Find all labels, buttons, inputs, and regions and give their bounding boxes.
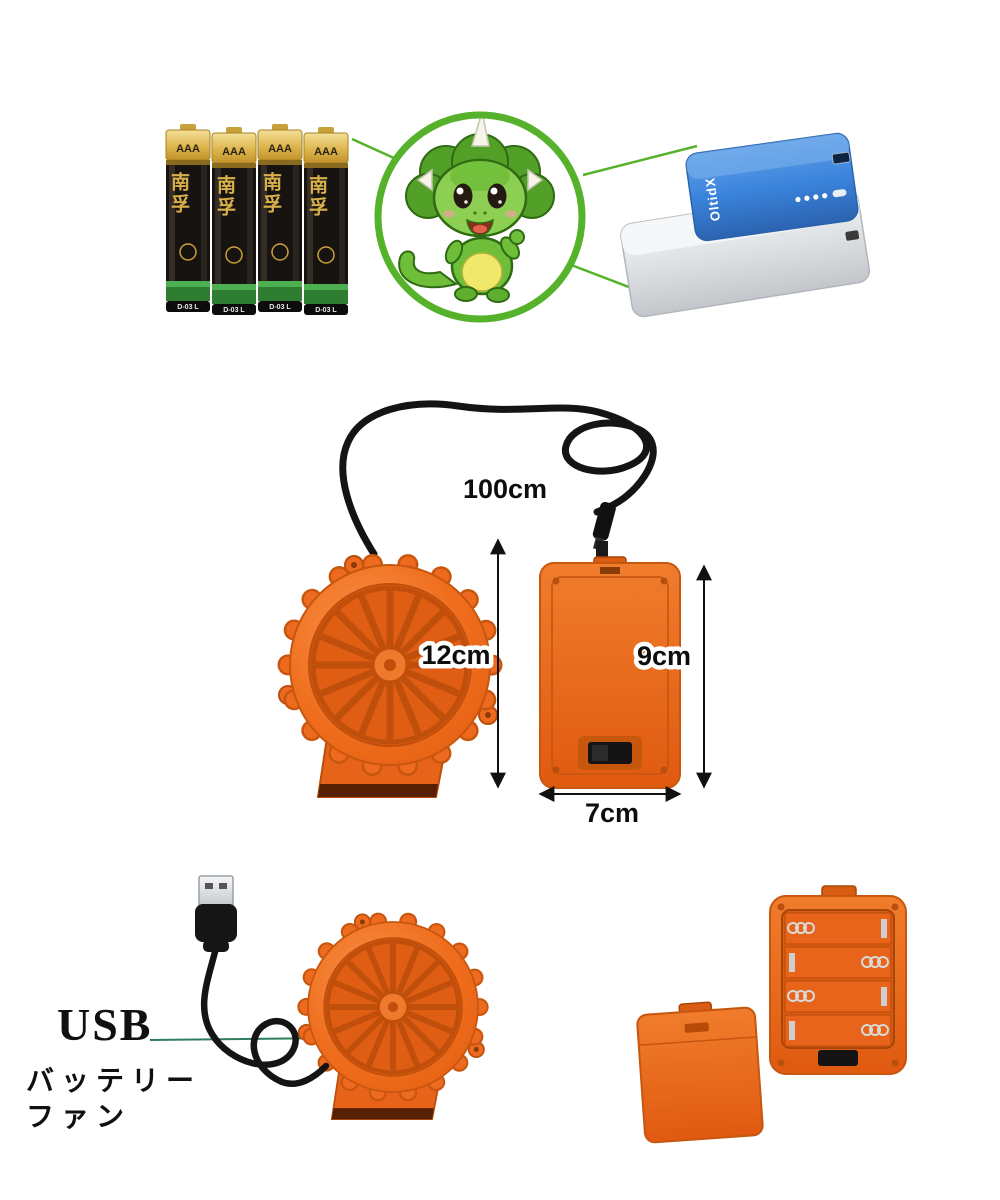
powerbank-led-indicators [795,193,828,203]
battery-slots [784,912,892,1047]
mascot-belly [461,252,503,292]
aaa-battery-3 [257,123,303,313]
battery-holder [769,885,907,1075]
battery-cover [636,1001,764,1144]
mascot-horn [470,111,490,147]
mascot-tail [398,250,459,289]
mascot-eye-left [453,183,473,209]
usb-plug-metal [198,875,234,907]
usb-cable [200,944,330,1087]
dragon-mascot [398,111,555,303]
caption-fan-jp: ファン [26,1100,131,1133]
magnifier-circle-ring [374,111,586,323]
caption-battery-jp: バッテリー [26,1064,201,1097]
battery-holder-switch [818,1050,858,1066]
middle-section: 100cm 12cm 9cm 7cm [279,400,712,833]
blower-fan-main [279,556,497,797]
label-cable-length: 100cm [463,474,547,504]
aaa-battery-1 [165,123,211,313]
powerbank-power-button [832,189,847,198]
blower-fan-small [299,914,484,1119]
label-fan-height: 12cm [421,640,490,670]
bottom-section: USB バッテリー ファン [26,875,907,1144]
battery-pack [165,123,349,316]
power-cable [339,400,657,558]
aaa-battery-4 [303,126,349,316]
label-box-height: 9cm [637,641,691,671]
powerbank-usb-port [831,151,851,165]
mascot-eye-right [487,183,507,209]
powerbank-brand-label: OltidX [702,176,723,222]
usb-plug [195,875,237,952]
callout-line-powerbank-upper [582,144,698,177]
usb-plug-body [195,904,237,942]
top-section: OltidX [165,111,871,323]
battery-box [539,556,681,789]
label-box-width: 7cm [585,798,639,828]
powerbank-silver-port [845,230,860,241]
aaa-battery-2 [211,126,257,316]
caption-usb: USB [57,999,152,1050]
powerbank-blue: OltidX [685,132,859,242]
